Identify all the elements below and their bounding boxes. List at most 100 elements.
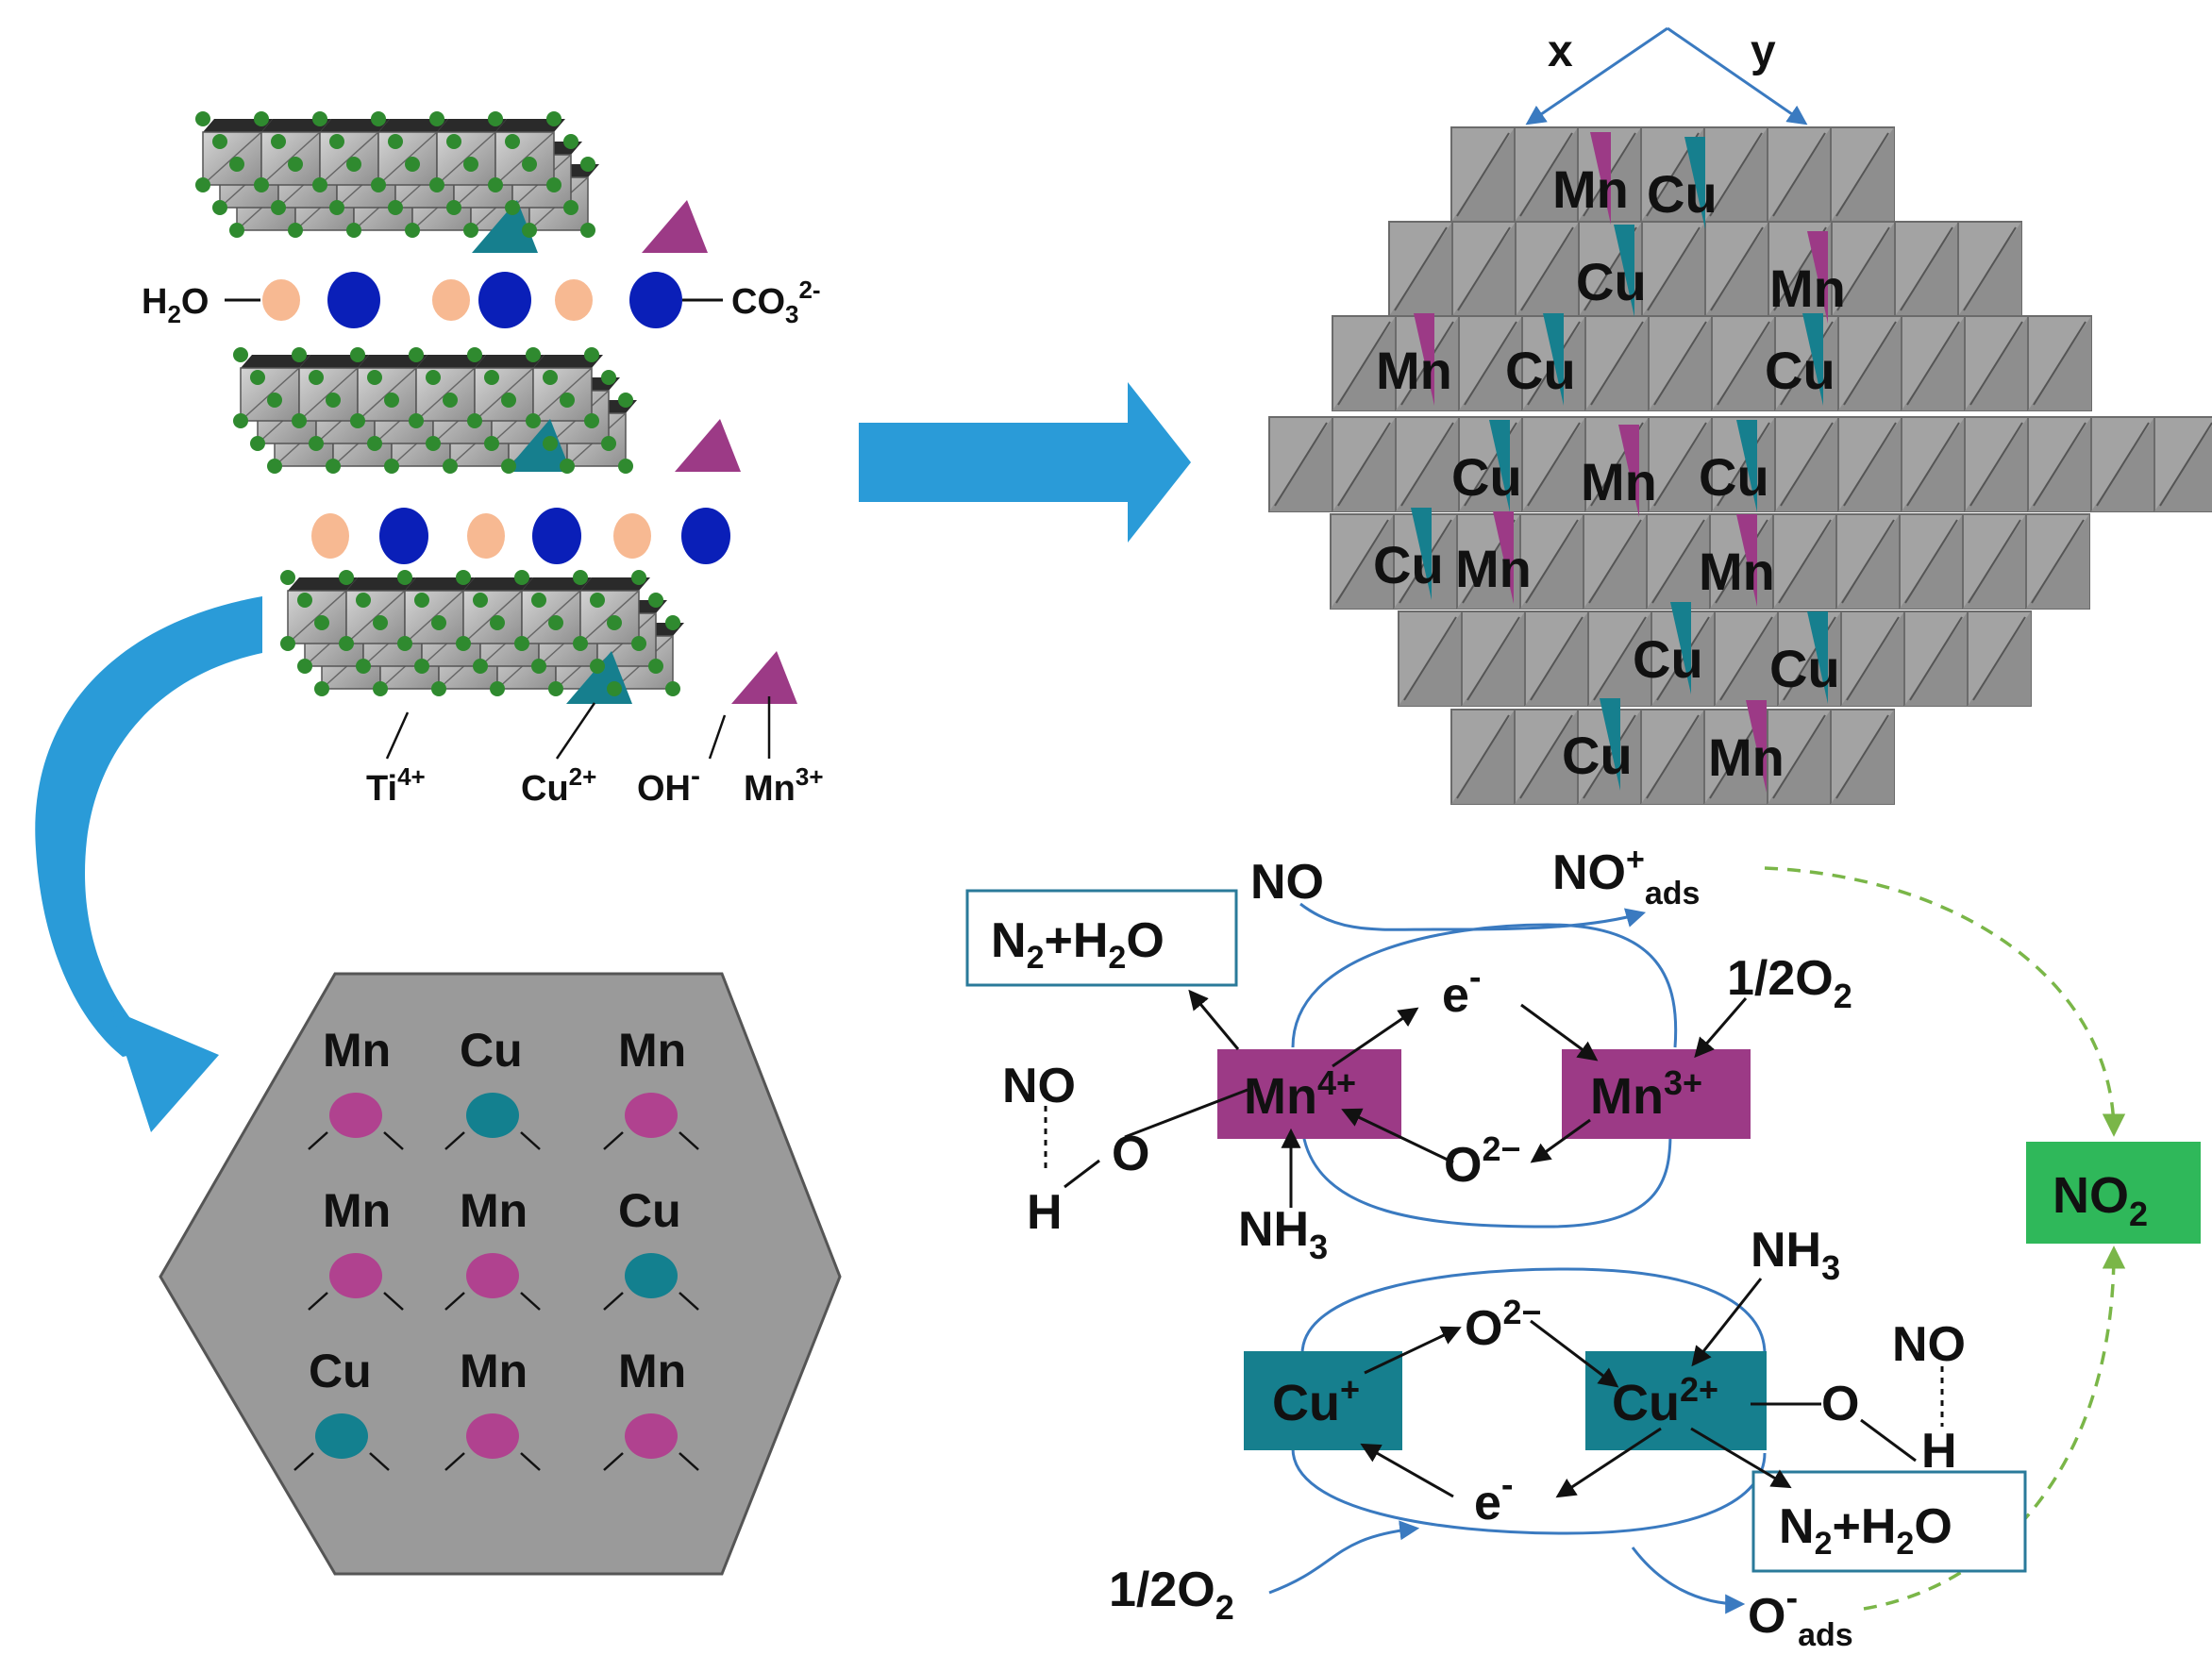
octahedron xyxy=(532,355,603,422)
hydroxyl-group xyxy=(371,111,386,126)
n2-h2o-top: N2+H2O xyxy=(991,913,1165,976)
ldh-structure: H2O CO32- Ti4+ Cu2+ OH- Mn3+ xyxy=(142,111,824,809)
mn-active-site: Mn xyxy=(308,1024,404,1150)
water-molecule xyxy=(432,279,470,321)
cu-label: Cu2+ xyxy=(521,762,596,809)
hydroxyl-group xyxy=(288,223,303,238)
hydroxyl-group xyxy=(490,681,505,696)
half-o2-top: 1/2O2 xyxy=(1727,951,1852,1015)
hydroxyl-group xyxy=(346,223,361,238)
grid-mn-site xyxy=(1746,700,1767,793)
hydroxyl-group xyxy=(531,593,546,608)
water-molecule xyxy=(555,279,593,321)
hydroxyl-group xyxy=(267,459,282,474)
hydroxyl-group xyxy=(429,111,444,126)
hydroxyl-group xyxy=(548,681,563,696)
no-ads: NO+ads xyxy=(1552,842,1700,911)
hydroxyl-group xyxy=(560,393,575,408)
n2-h2o-bottom-box xyxy=(1751,1470,2027,1573)
hydroxyl-group xyxy=(618,393,633,408)
site-label: Mn xyxy=(323,1184,391,1237)
hydroxyl-group xyxy=(384,393,399,408)
grid-mn-site xyxy=(1618,425,1639,517)
hydroxyl-group xyxy=(326,393,341,408)
hydroxyl-group xyxy=(356,593,371,608)
carbonate-ion xyxy=(379,508,428,564)
mn-active-site: Mn xyxy=(308,1184,404,1311)
mn-site xyxy=(731,651,797,704)
hydroxyl-group xyxy=(367,370,382,385)
hydroxyl-group xyxy=(371,177,386,192)
hydroxyl-group xyxy=(356,659,371,674)
grid-octahedron xyxy=(1587,610,1652,707)
hydroxyl-group xyxy=(397,636,412,651)
cu2-label: Cu2+ xyxy=(1612,1370,1718,1431)
mn-active-site: Mn xyxy=(444,1184,541,1311)
hydroxyl-group xyxy=(254,111,269,126)
grid-octahedron xyxy=(1521,416,1586,512)
hydroxyl-group xyxy=(584,347,599,362)
grid-cu-site xyxy=(1802,313,1823,406)
hydroxyl-group xyxy=(531,659,546,674)
hydroxyl-group xyxy=(329,200,344,215)
hydroxyl-group xyxy=(280,636,295,651)
hydroxyl-group xyxy=(314,615,329,630)
grid-octahedron xyxy=(1774,416,1839,512)
no-left: NO xyxy=(1002,1059,1076,1113)
no2-label: NO2 xyxy=(2053,1167,2148,1233)
mn-site xyxy=(642,200,708,253)
grid-octahedron xyxy=(1901,315,1966,411)
grid-label: Mn xyxy=(1708,727,1785,787)
hydroxyl-group xyxy=(501,459,516,474)
grid-label: Cu xyxy=(1576,252,1647,311)
hydroxyl-group xyxy=(590,659,605,674)
water-molecule xyxy=(311,513,349,559)
electron-bottom: e- xyxy=(1474,1465,1514,1530)
y-axis-label: y xyxy=(1751,26,1776,76)
hydroxyl-group xyxy=(350,347,365,362)
electron-top: e- xyxy=(1442,958,1482,1023)
carbonate-ion xyxy=(629,272,682,328)
hydroxyl-group xyxy=(271,200,286,215)
grid-octahedron xyxy=(1964,315,2029,411)
grid-octahedron xyxy=(1515,221,1580,317)
n2-h2o-bottom: N2+H2O xyxy=(1779,1499,1952,1562)
hydroxyl-group xyxy=(543,370,558,385)
hydroxyl-group xyxy=(501,393,516,408)
hydroxyl-group xyxy=(388,200,403,215)
grid-label: Mn xyxy=(1581,452,1657,511)
cu-site xyxy=(505,419,571,472)
hydroxyl-group xyxy=(431,615,446,630)
hydroxyl-group xyxy=(505,134,520,149)
hydroxyl-group xyxy=(314,681,329,696)
water-molecule xyxy=(262,279,300,321)
o-right: O xyxy=(1821,1377,1859,1431)
o2-minus-bottom: O2− xyxy=(1465,1293,1542,1356)
grid-octahedron xyxy=(1640,709,1705,805)
grid-octahedron xyxy=(1458,315,1523,411)
nh3-right: NH3 xyxy=(1751,1223,1840,1287)
cu-active-site: Cu xyxy=(603,1184,699,1311)
site-label: Mn xyxy=(460,1184,528,1237)
grid-octahedron xyxy=(1704,221,1769,317)
hydroxyl-group xyxy=(446,134,461,149)
grid-cu-site xyxy=(1489,420,1510,512)
h-left: H xyxy=(1027,1185,1063,1240)
hydroxyl-group xyxy=(326,459,341,474)
carbonate-ion xyxy=(327,272,380,328)
hydroxyl-group xyxy=(339,570,354,585)
grid-octahedron xyxy=(1837,416,1902,512)
hydroxyl-group xyxy=(297,593,312,608)
mn3-box xyxy=(1562,1049,1751,1139)
grid-mn-site xyxy=(1807,231,1828,324)
hydroxyl-group xyxy=(309,436,324,451)
grid-cu-site xyxy=(1807,611,1828,704)
hydroxyl-group xyxy=(297,659,312,674)
grid-octahedron xyxy=(1711,315,1776,411)
grid-octahedron xyxy=(1837,315,1902,411)
grid-cu-site xyxy=(1736,420,1757,512)
mn4-label: Mn4+ xyxy=(1244,1063,1356,1125)
hydroxyl-group xyxy=(648,659,663,674)
hydroxyl-group xyxy=(309,370,324,385)
